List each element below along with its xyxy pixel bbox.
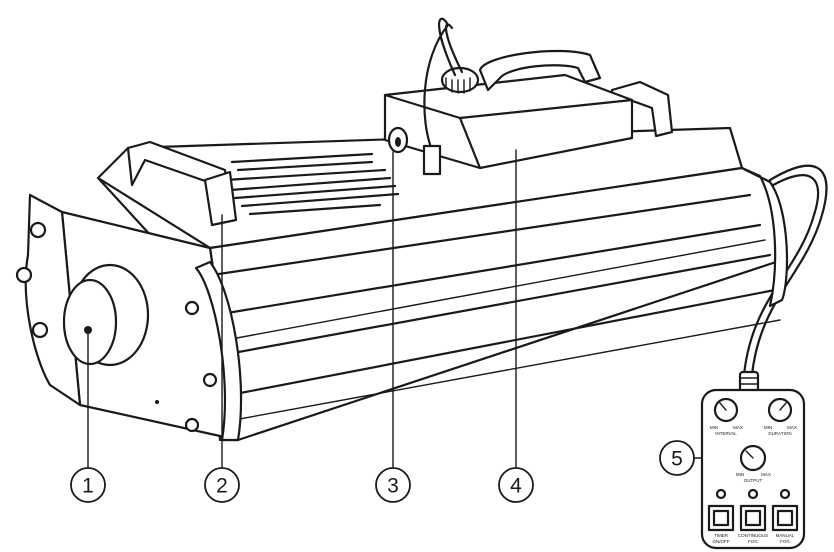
callout-5-number: 5	[671, 448, 683, 471]
fitting-eyelet-hole	[395, 137, 401, 147]
knob-interval-max: MAX	[733, 425, 743, 430]
led-manual	[779, 488, 791, 500]
button-continuous-label-2: FOG	[748, 539, 758, 544]
side-rib-1	[210, 193, 752, 277]
front-rim	[194, 260, 243, 442]
callout-2: 2	[204, 467, 240, 503]
vent-4	[228, 176, 392, 192]
bracket-bolt-1	[29, 221, 47, 239]
knob-duration-min: MIN	[764, 425, 772, 430]
tank	[383, 17, 634, 176]
vent-5	[233, 184, 397, 200]
remote-cable	[750, 164, 828, 377]
tank-body	[383, 73, 634, 170]
knob-output-label: OUTPUT	[744, 478, 763, 483]
vent-1	[230, 152, 374, 164]
leader-lines	[87, 149, 721, 469]
callout-1-number: 1	[82, 475, 94, 498]
callout-2-number: 2	[216, 475, 228, 498]
tank-cap-ridges	[445, 77, 471, 94]
knob-output-pointer	[745, 450, 754, 459]
callout-1-circle	[70, 467, 106, 503]
knob-duration-label: DURATION	[768, 431, 791, 436]
led-continuous	[747, 488, 759, 500]
knob-duration-pointer	[779, 402, 787, 411]
strain-relief-ridges	[739, 377, 759, 385]
side-rib-4	[228, 288, 777, 397]
tank-front-edge	[458, 116, 482, 170]
button-manual-label-1: MANUAL	[776, 533, 795, 538]
knob-output-max: MAX	[761, 472, 771, 477]
vent-slots	[223, 152, 400, 216]
vent-7	[248, 203, 382, 216]
remote-cable-inner	[742, 174, 820, 377]
callout-4-circle	[498, 467, 534, 503]
button-manual-face	[776, 509, 794, 527]
callout-4: 4	[498, 467, 534, 503]
side-rib-2	[213, 223, 762, 317]
front-bracket-left	[24, 193, 82, 407]
nozzle-outlet	[62, 278, 118, 366]
front-handle-foot	[203, 170, 238, 227]
vent-3	[223, 168, 387, 182]
remote-controller: MIN MAX INTERVAL MIN MAX DURATION MIN MA…	[700, 370, 806, 550]
knob-interval-pointer	[719, 402, 727, 411]
button-continuous-label-1: CONTINUOUS	[738, 533, 768, 538]
knob-duration-max: MAX	[787, 425, 797, 430]
callout-1: 1	[70, 467, 106, 503]
callout-5-circle	[659, 440, 695, 476]
callout-4-number: 4	[510, 475, 522, 498]
front-panel	[15, 193, 243, 442]
callout-3-number: 3	[387, 475, 399, 498]
tube-connector	[422, 144, 442, 176]
bracket-bolt-3	[31, 321, 49, 339]
knob-interval-min: MIN	[710, 425, 718, 430]
vent-2	[236, 160, 374, 172]
led-timer	[715, 488, 727, 500]
rim-bolt-3	[184, 417, 200, 433]
callout-2-circle	[204, 467, 240, 503]
button-timer-face	[712, 509, 730, 527]
side-rib-3	[220, 253, 772, 357]
rim-bolt-1	[184, 300, 200, 316]
bracket-bolt-2	[15, 266, 33, 284]
callout-3-circle	[375, 467, 411, 503]
tank-cap	[440, 66, 480, 94]
knob-output-min: MIN	[736, 472, 744, 477]
callout-3: 3	[375, 467, 411, 503]
button-continuous-face	[744, 509, 762, 527]
side-rib-6	[233, 319, 781, 421]
front-handle	[126, 140, 238, 227]
button-manual-label-2: FOG	[780, 539, 790, 544]
knob-interval-label: INTERVAL	[715, 431, 737, 436]
fluid-tube-inner	[444, 23, 464, 74]
tank-handle	[478, 49, 602, 92]
side-rib-5	[225, 239, 766, 341]
machine-body	[96, 126, 789, 442]
callout-5: 5	[659, 440, 695, 476]
rear-end-cap	[740, 166, 789, 308]
button-timer-label-2: ON/OFF	[713, 539, 730, 544]
vent-6	[240, 192, 400, 208]
front-screw	[155, 400, 159, 404]
button-timer-label-1: TIMER	[714, 533, 729, 538]
rim-bolt-2	[202, 372, 218, 388]
